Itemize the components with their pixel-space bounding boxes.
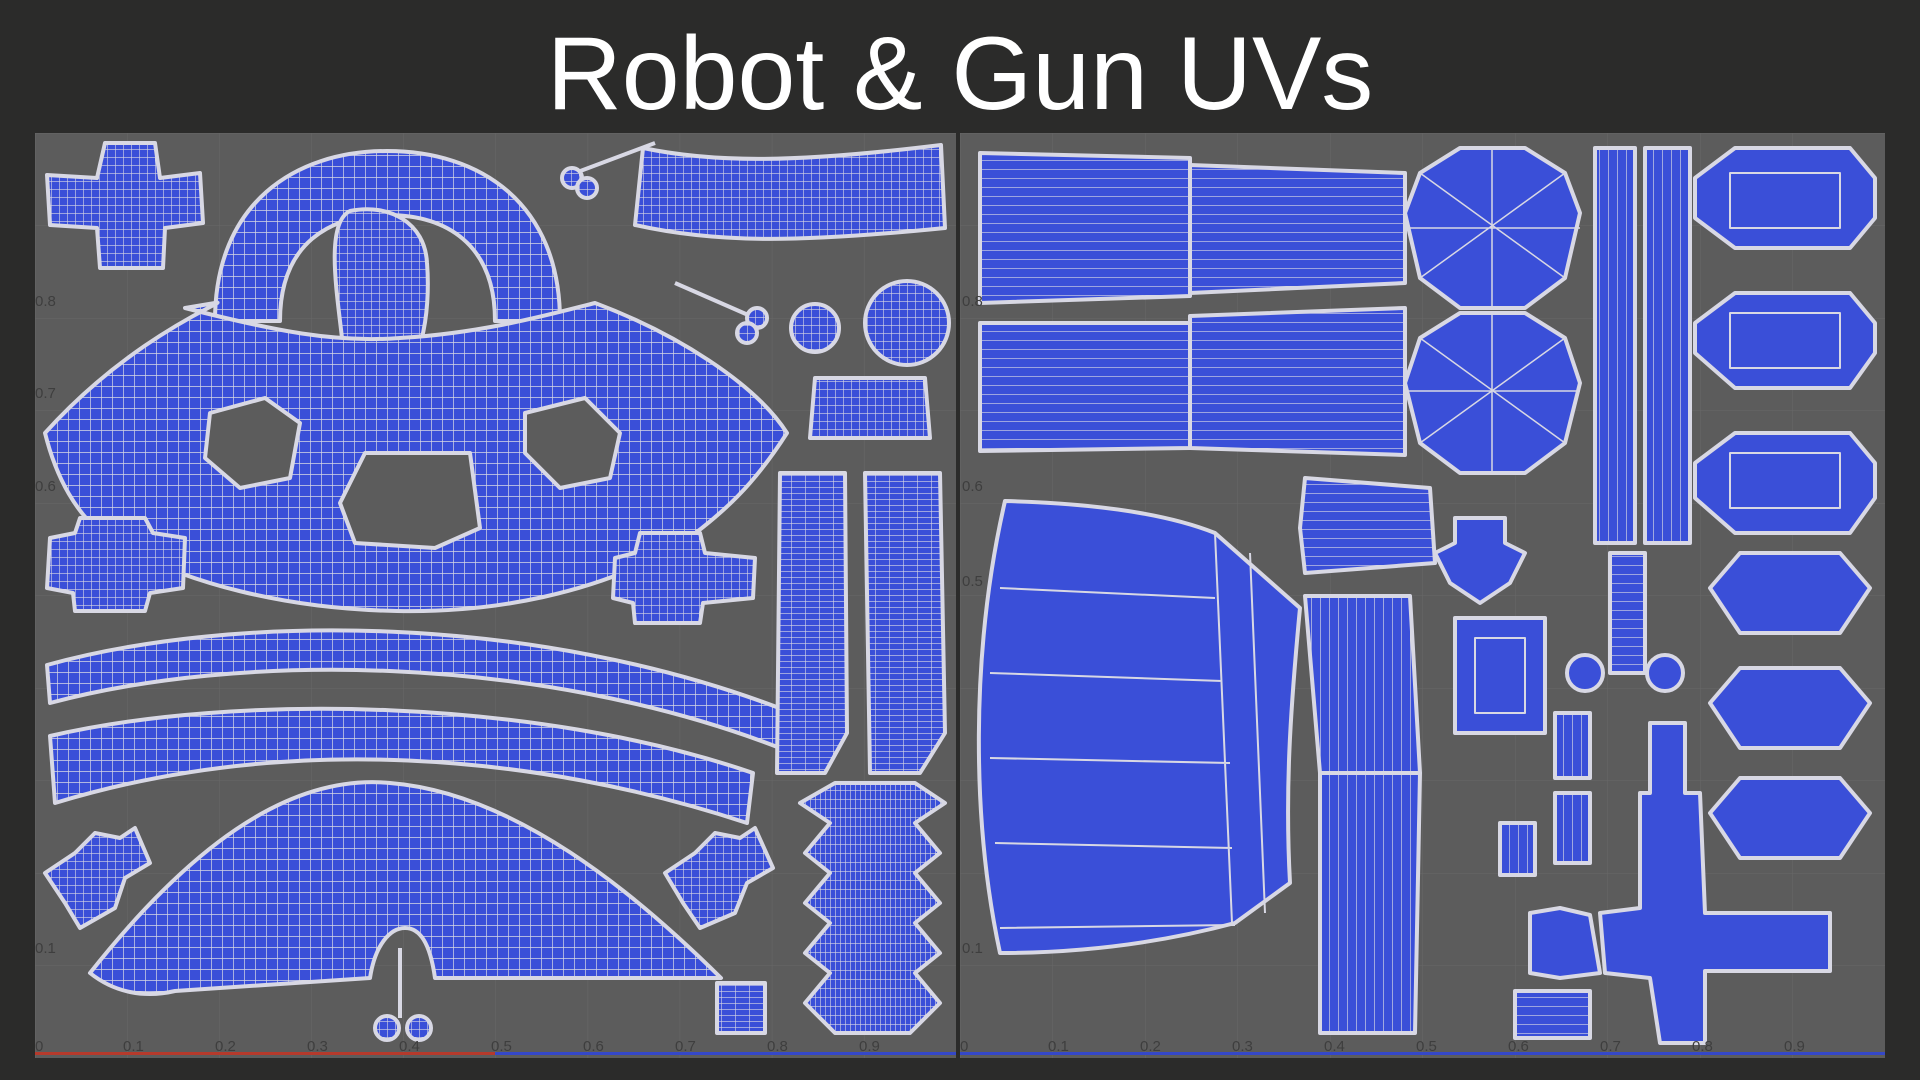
uv-island-box-1 bbox=[1693, 146, 1877, 250]
gun-uv-panel[interactable]: 0.8 0.6 0.5 0.1 0 0.1 0.2 0.3 0.4 0.5 0.… bbox=[960, 133, 1885, 1058]
gun-uv-canvas bbox=[960, 133, 1885, 1058]
uv-island-barrel-strip-3 bbox=[978, 321, 1192, 453]
uv-island-frame bbox=[1598, 721, 1832, 1045]
uv-island-spine bbox=[798, 781, 947, 1035]
uv-island-head-cross bbox=[45, 141, 205, 270]
y-tick-label: 0.6 bbox=[962, 478, 983, 495]
uv-island-sight-box bbox=[1453, 616, 1547, 735]
uv-island-pin-2 bbox=[674, 281, 756, 320]
y-tick-label: 0.1 bbox=[962, 940, 983, 957]
uv-island-top-tab bbox=[808, 376, 932, 440]
uv-island-top-right-arc bbox=[633, 143, 947, 241]
uv-island-small-block-2 bbox=[1498, 821, 1537, 877]
x-tick-label: 0.6 bbox=[583, 1038, 604, 1055]
uv-island-band-2 bbox=[48, 706, 755, 825]
uv-island-cylinder-2 bbox=[1708, 666, 1872, 750]
x-tick-label: 0.7 bbox=[675, 1038, 696, 1055]
y-tick-label: 0.7 bbox=[35, 385, 56, 402]
uv-island-bottom-plate bbox=[1513, 989, 1592, 1040]
uv-island-bottom-body bbox=[88, 780, 723, 996]
x-tick-label: 0.2 bbox=[215, 1038, 236, 1055]
page-title: Robot & Gun UVs bbox=[546, 16, 1374, 132]
uv-island-barrel-strip-1 bbox=[978, 151, 1192, 305]
v-axis-line bbox=[495, 1052, 956, 1055]
uv-island-leg-right bbox=[863, 471, 947, 775]
uv-island-stock bbox=[976, 499, 1302, 955]
y-tick-label: 0.1 bbox=[35, 940, 56, 957]
x-tick-label: 0.1 bbox=[123, 1038, 144, 1055]
uv-island-cylinder-1 bbox=[1708, 551, 1872, 635]
uv-island-hand-left bbox=[43, 826, 152, 930]
x-tick-label: 0.4 bbox=[399, 1038, 420, 1055]
uv-island-round-2 bbox=[1645, 653, 1685, 693]
u-axis-line bbox=[35, 1052, 495, 1055]
uv-island-frame-arms bbox=[1528, 906, 1602, 980]
uv-island-disc-small bbox=[789, 302, 841, 354]
uv-island-left-patch bbox=[45, 516, 187, 613]
uv-island-magazine-lower bbox=[1318, 771, 1422, 1035]
uv-island-leg-left bbox=[775, 471, 849, 775]
robot-uv-canvas bbox=[35, 133, 956, 1058]
x-tick-label: 0.5 bbox=[1416, 1038, 1437, 1055]
y-tick-label: 0.6 bbox=[35, 478, 56, 495]
x-tick-label: 0.8 bbox=[1692, 1038, 1713, 1055]
uv-island-trigger bbox=[1433, 516, 1527, 605]
uv-island-pin-1 bbox=[574, 141, 656, 175]
uv-island-mid-patch bbox=[611, 531, 757, 625]
x-tick-label: 0.5 bbox=[491, 1038, 512, 1055]
x-tick-label: 0.9 bbox=[859, 1038, 880, 1055]
uv-island-small-square bbox=[715, 981, 767, 1035]
x-tick-label: 0.6 bbox=[1508, 1038, 1529, 1055]
uv-island-rail-2 bbox=[1643, 146, 1692, 545]
x-tick-label: 0.1 bbox=[1048, 1038, 1069, 1055]
x-tick-label: 0.2 bbox=[1140, 1038, 1161, 1055]
x-tick-label: 0.3 bbox=[307, 1038, 328, 1055]
uv-island-barrel-strip-2 bbox=[1188, 163, 1407, 295]
x-tick-label: 0 bbox=[35, 1038, 44, 1055]
uv-island-column bbox=[1608, 551, 1647, 675]
uv-island-rail-1 bbox=[1593, 146, 1637, 545]
uv-island-small-block-3 bbox=[1553, 791, 1592, 865]
x-tick-label: 0.4 bbox=[1324, 1038, 1345, 1055]
uv-island-round-1 bbox=[1565, 653, 1605, 693]
x-tick-label: 0.3 bbox=[1232, 1038, 1253, 1055]
uv-island-barrel-strip-4 bbox=[1188, 306, 1407, 457]
x-tick-label: 0 bbox=[960, 1038, 969, 1055]
x-tick-label: 0.8 bbox=[767, 1038, 788, 1055]
uv-island-disc-large bbox=[863, 279, 951, 367]
y-tick-label: 0.8 bbox=[35, 293, 56, 310]
robot-uv-panel[interactable]: 0.8 0.7 0.6 0.1 0 0.1 0.2 0.3 0.4 0.5 0.… bbox=[35, 133, 956, 1058]
x-tick-label: 0.9 bbox=[1784, 1038, 1805, 1055]
uv-island-box-2 bbox=[1693, 291, 1877, 390]
y-tick-label: 0.5 bbox=[962, 573, 983, 590]
uv-island-cylinder-3 bbox=[1708, 776, 1872, 860]
uv-island-hand-right bbox=[663, 826, 775, 930]
v-axis-line bbox=[960, 1052, 1885, 1055]
uv-island-small-block-1 bbox=[1553, 711, 1592, 780]
uv-island-box-3 bbox=[1693, 431, 1877, 535]
x-tick-label: 0.7 bbox=[1600, 1038, 1621, 1055]
uv-island-magazine bbox=[1303, 594, 1422, 775]
uv-island-grip-top bbox=[1298, 476, 1437, 575]
y-tick-label: 0.8 bbox=[962, 293, 983, 310]
